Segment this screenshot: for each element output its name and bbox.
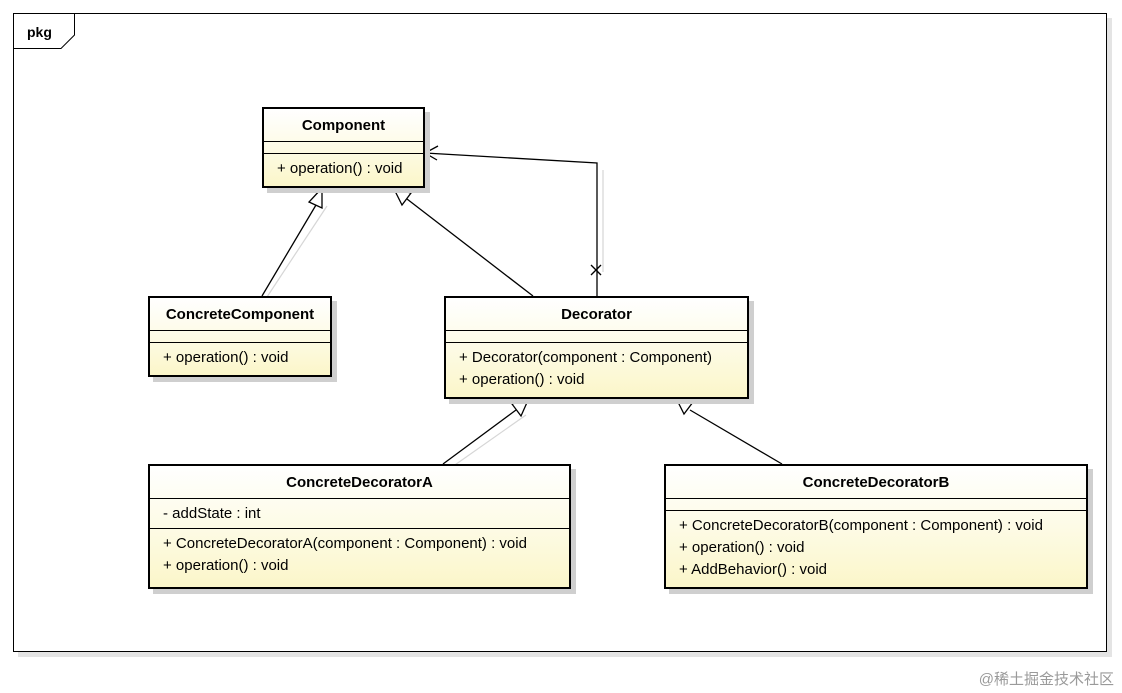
attributes-section bbox=[150, 331, 330, 343]
generalization-concretecomponent-line bbox=[261, 204, 317, 297]
operations-section: + ConcreteDecoratorB(component : Compone… bbox=[666, 511, 1086, 584]
association-arrowhead bbox=[423, 145, 439, 161]
watermark: @稀土掘金技术社区 bbox=[978, 671, 1114, 688]
operations-section: + ConcreteDecoratorA(component : Compone… bbox=[150, 529, 569, 580]
association-decorator-component-line bbox=[424, 152, 598, 296]
operation-row: + operation() : void bbox=[459, 371, 585, 388]
class-name: ConcreteComponent bbox=[150, 298, 330, 331]
attributes-section bbox=[264, 142, 423, 154]
class-name: ConcreteDecoratorA bbox=[150, 466, 569, 499]
package-label: pkg bbox=[27, 24, 52, 40]
association-end-mark bbox=[590, 264, 602, 276]
class-concrete-decorator-b[interactable]: ConcreteDecoratorB + ConcreteDecoratorB(… bbox=[664, 464, 1088, 589]
package-tab bbox=[13, 13, 75, 49]
operation-row: + operation() : void bbox=[277, 160, 403, 177]
class-component[interactable]: Component + operation() : void bbox=[262, 107, 425, 188]
class-name: Component bbox=[264, 109, 423, 142]
class-concrete-component[interactable]: ConcreteComponent + operation() : void bbox=[148, 296, 332, 377]
generalization-decorator-line bbox=[406, 198, 534, 297]
operation-row: + operation() : void bbox=[163, 557, 289, 574]
attributes-section bbox=[666, 499, 1086, 511]
generalization-concretedecoratora-line bbox=[442, 409, 517, 465]
operation-row: + ConcreteDecoratorB(component : Compone… bbox=[679, 517, 1043, 534]
attributes-section: - addState : int bbox=[150, 499, 569, 529]
operation-row: + Decorator(component : Component) bbox=[459, 349, 713, 366]
operations-section: + operation() : void bbox=[264, 154, 423, 183]
class-decorator[interactable]: Decorator + Decorator(component : Compon… bbox=[444, 296, 749, 399]
package-frame bbox=[13, 13, 1107, 652]
operation-row: + ConcreteDecoratorA(component : Compone… bbox=[163, 535, 527, 552]
class-name: ConcreteDecoratorB bbox=[666, 466, 1086, 499]
attribute-row: - addState : int bbox=[163, 505, 261, 522]
class-concrete-decorator-a[interactable]: ConcreteDecoratorA - addState : int + Co… bbox=[148, 464, 571, 589]
generalization-arrowhead bbox=[510, 396, 531, 418]
operation-row: + operation() : void bbox=[163, 349, 289, 366]
operations-section: + operation() : void bbox=[150, 343, 330, 372]
operation-row: + operation() : void bbox=[679, 539, 805, 556]
generalization-concretedecoratorb-line bbox=[689, 409, 783, 465]
generalization-arrowhead bbox=[392, 188, 413, 207]
operations-section: + Decorator(component : Component) + ope… bbox=[446, 343, 747, 394]
attributes-section bbox=[446, 331, 747, 343]
class-name: Decorator bbox=[446, 298, 747, 331]
generalization-arrowhead bbox=[307, 186, 323, 210]
generalization-arrowhead bbox=[674, 397, 695, 416]
operation-row: + AddBehavior() : void bbox=[679, 561, 828, 578]
